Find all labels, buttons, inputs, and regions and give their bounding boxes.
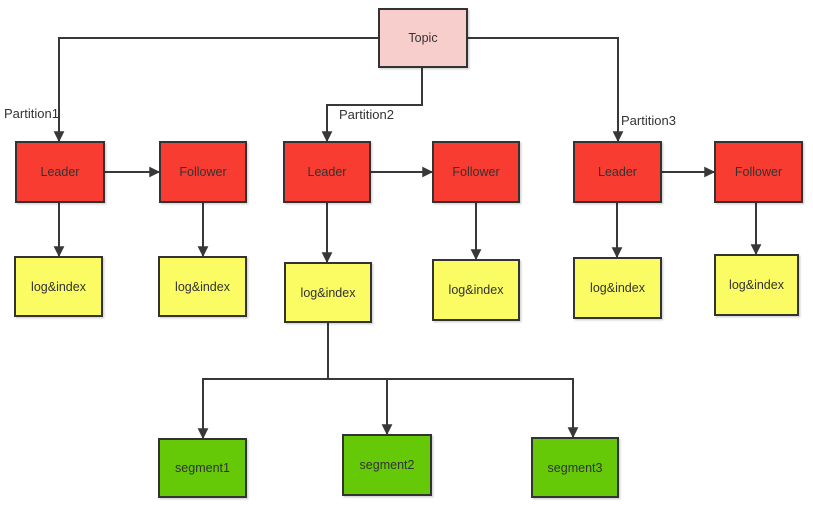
partition3-label: Partition3 bbox=[621, 113, 676, 128]
partition3-follower-node: Follower bbox=[714, 141, 803, 203]
partition3-follower-log-node: log&index bbox=[714, 254, 799, 316]
edge-topic-to-partition3-leader bbox=[467, 37, 624, 143]
edge-topic-to-partition1-leader bbox=[53, 37, 378, 143]
partition2-label: Partition2 bbox=[339, 107, 394, 122]
partition3-leader-node: Leader bbox=[573, 141, 662, 203]
partition1-label: Partition1 bbox=[4, 106, 59, 121]
partition1-follower-node: Follower bbox=[159, 141, 247, 203]
segment2-node: segment2 bbox=[342, 434, 432, 496]
partition2-leader-node: Leader bbox=[283, 141, 371, 203]
topic-node: Topic bbox=[378, 8, 468, 68]
partition1-follower-log-node: log&index bbox=[158, 256, 247, 317]
edge-log-to-segment3 bbox=[328, 378, 579, 439]
partition2-follower-log-node: log&index bbox=[432, 259, 520, 321]
edge-log-to-segment1 bbox=[197, 378, 328, 440]
partition3-leader-log-node: log&index bbox=[573, 257, 662, 319]
segment1-node: segment1 bbox=[158, 438, 247, 498]
segment3-node: segment3 bbox=[531, 437, 619, 498]
partition1-leader-node: Leader bbox=[15, 141, 105, 203]
partition1-leader-log-node: log&index bbox=[14, 256, 103, 317]
edge-log-to-segment2 bbox=[328, 378, 393, 436]
partition2-leader-log-node: log&index bbox=[284, 262, 372, 323]
edge-topic-to-partition2-leader bbox=[321, 68, 423, 143]
partition2-follower-node: Follower bbox=[432, 141, 520, 203]
